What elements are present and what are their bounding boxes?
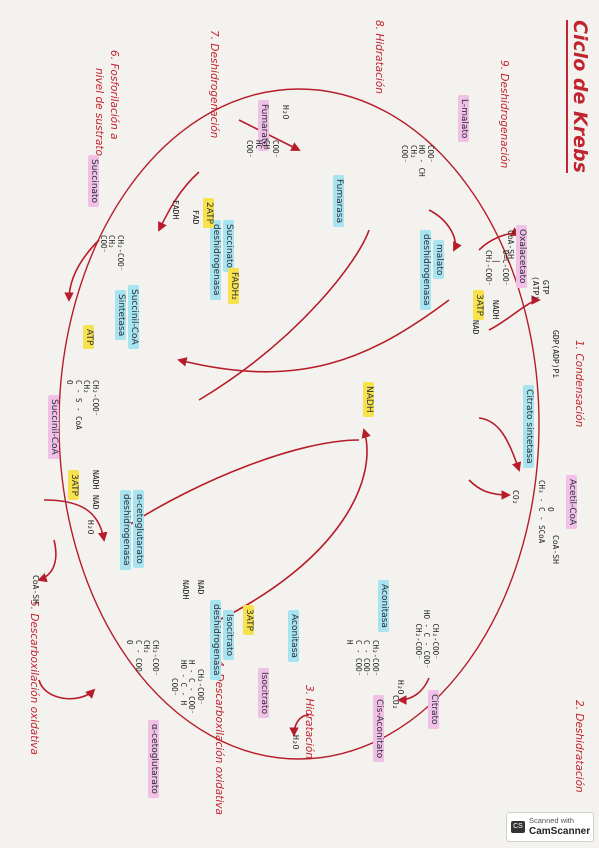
step-6-label-a: 6. Fosforilación a [108,50,120,140]
step-3-label: 3. Hidratación [303,685,315,759]
page-title: Ciclo de Krebs [566,20,591,173]
arrow-fad [198,229,370,401]
metabolite-succinato: Succinato [88,155,99,208]
step-7-label: 7. Deshidrogenación [208,30,220,139]
arrow-coash-2 [478,417,522,472]
step-2-label: 2. Deshidratación [573,700,585,793]
metabolite-a-cetoglutarato: α-cetoglutarato [148,720,159,798]
arrow-h2o-3 [289,714,310,737]
enzyme-isocitrato-dh-2: deshidrogenasa [210,600,221,680]
cofactor-2atp: 2ATP [203,198,214,229]
cofactor-nadh-akg: NADH [91,470,100,490]
metabolite-citrato: Citrato [428,690,439,729]
camscanner-text: CamScanner [529,826,591,837]
arrow-nadh-3 [128,439,360,526]
cofactor-nadh-center: NADH [363,382,374,417]
metabolite-oxalacetato: Oxalacetato [516,225,527,288]
structure-succinil-coa: CH₂-COO⁻ CH₂ C - S - CoA O [65,380,100,430]
arrow-succ [428,209,462,252]
enzyme-succinil-coa-sint-2: Sintetasa [115,290,126,341]
scanned-with-text: Scanned with [529,816,575,825]
structure-citrato: CH₂-COO⁻ HO - C - COO⁻ CH₂-COO⁻ [413,610,440,669]
camscanner-icon: CS [511,821,525,833]
cofactor-fadh2: FADH₂ [228,268,239,304]
structure-cis-aconitato: CH₂-COO⁻ C - COO⁻ C - COO⁻ H [345,640,380,677]
gdp-adp: GDP(ADP)Pi [551,330,560,379]
structure-succinato: CH₂-COO⁻ CH₂ COO⁻ [98,235,125,272]
enzyme-malato-dh-1: malato [433,240,444,280]
cofactor-3atp-akg: 3ATP [68,470,79,501]
structure-a-cetoglutarato: CH₂-COO⁻ CH₂ C - COO⁻ O [125,640,160,677]
gtp: GTP [541,280,550,295]
metabolite-acetil-coa: Acetil-CoA [566,475,577,530]
metabolite-cis-aconitato: Cis-Aconitato [373,695,384,763]
step-9-label: 9. Deshidrogenación [498,60,510,169]
enzyme-aconitasa-2: Aconitasa [288,610,299,662]
structure-acetil-coa: O CH₃ - C - SCoA [537,480,555,544]
camscanner-badge: CS Scanned with CamScanner [506,812,594,842]
cofactor-fad: FAD [191,210,200,225]
arrow-h2o-2 [38,679,96,700]
enzyme-succinato-dh-2: deshidrogenasa [210,220,221,300]
arrow-gtp [488,295,541,331]
enzyme-fumarasa: Fumarasa [333,175,344,228]
enzyme-isocitrato-dh-1: Isocitrato [223,610,234,661]
enzyme-aconitasa-1: Aconitasa [378,580,389,632]
cofactor-fadh-small: FADH [171,200,180,220]
metabolite-succinil-coa: Succinil-CoA [48,395,59,459]
enzyme-akg-dh-2: deshidrogenasa [120,490,131,570]
enzyme-citrato-sintetasa: Citrato sintetasa [523,385,534,468]
cofactor-atp: ATP [83,325,94,350]
enzyme-malato-dh-2: deshidrogenasa [420,230,431,310]
arrow-coash-1 [37,539,57,583]
metabolite-l-malato: L-malato [458,95,469,143]
step-1-label: 1. Condensación [573,340,585,428]
metabolite-isocitrato: Isocitrato [258,668,269,719]
arrow-nadh-1 [177,299,450,373]
water-1: H₂O [86,520,95,535]
structure-fumarato: COO⁻ CH HC COO⁻ [245,140,280,159]
enzyme-succinil-coa-sint-1: Succinil-CoA [128,285,139,349]
cofactor-nadh-iso: NADH [181,580,190,600]
structure-isocitrato: CH₂-COO⁻ H - C - COO⁻ HO - C - H COO⁻ [170,660,205,715]
cofactor-3atp-malato: 3ATP [473,290,484,321]
step-5-label: 5. Descarboxilación oxidativa [28,600,40,755]
co2-1: CO₂ [391,695,400,710]
co2-2: CO₂ [511,490,520,505]
step-8-label: 8. Hidratación [373,20,385,94]
arrow-acetil [43,499,108,542]
arrow-co2-1 [397,677,430,705]
enzyme-succinato-dh-1: Succinato [223,220,234,273]
enzyme-akg-dh-1: α-cetoglutarato [133,490,144,568]
arrow-nadh-2 [218,428,371,621]
cofactor-nad-akg: NAD [91,495,100,510]
water-4: H₂O [281,105,290,120]
cofactor-nadh-mal: NADH [491,300,500,320]
water-2: H₂O [396,680,405,695]
arrow-h2o-4 [238,119,301,151]
arrow-malato [158,171,200,232]
arrow-co2-2 [468,479,511,500]
structure-oxalacetato: O=C-COO⁻ | CH₂-COO⁻ [483,250,510,287]
structure-l-malato: COO⁻ HO - CH CH₂ COO⁻ [400,145,435,177]
cofactor-nad-iso: NAD [196,580,205,595]
cofactor-3atp-isocitrato: 3ATP [243,605,254,636]
arrow-oxal [64,239,100,302]
step-6-label-b: nivel de sustrato [93,68,105,156]
water-3: H₂O [291,735,300,750]
cycle-ring [58,88,540,760]
cofactor-nad-mal: NAD [471,320,480,335]
atp-paren: (ATP) [531,276,540,301]
coash-1: CoA-SH [31,575,40,604]
